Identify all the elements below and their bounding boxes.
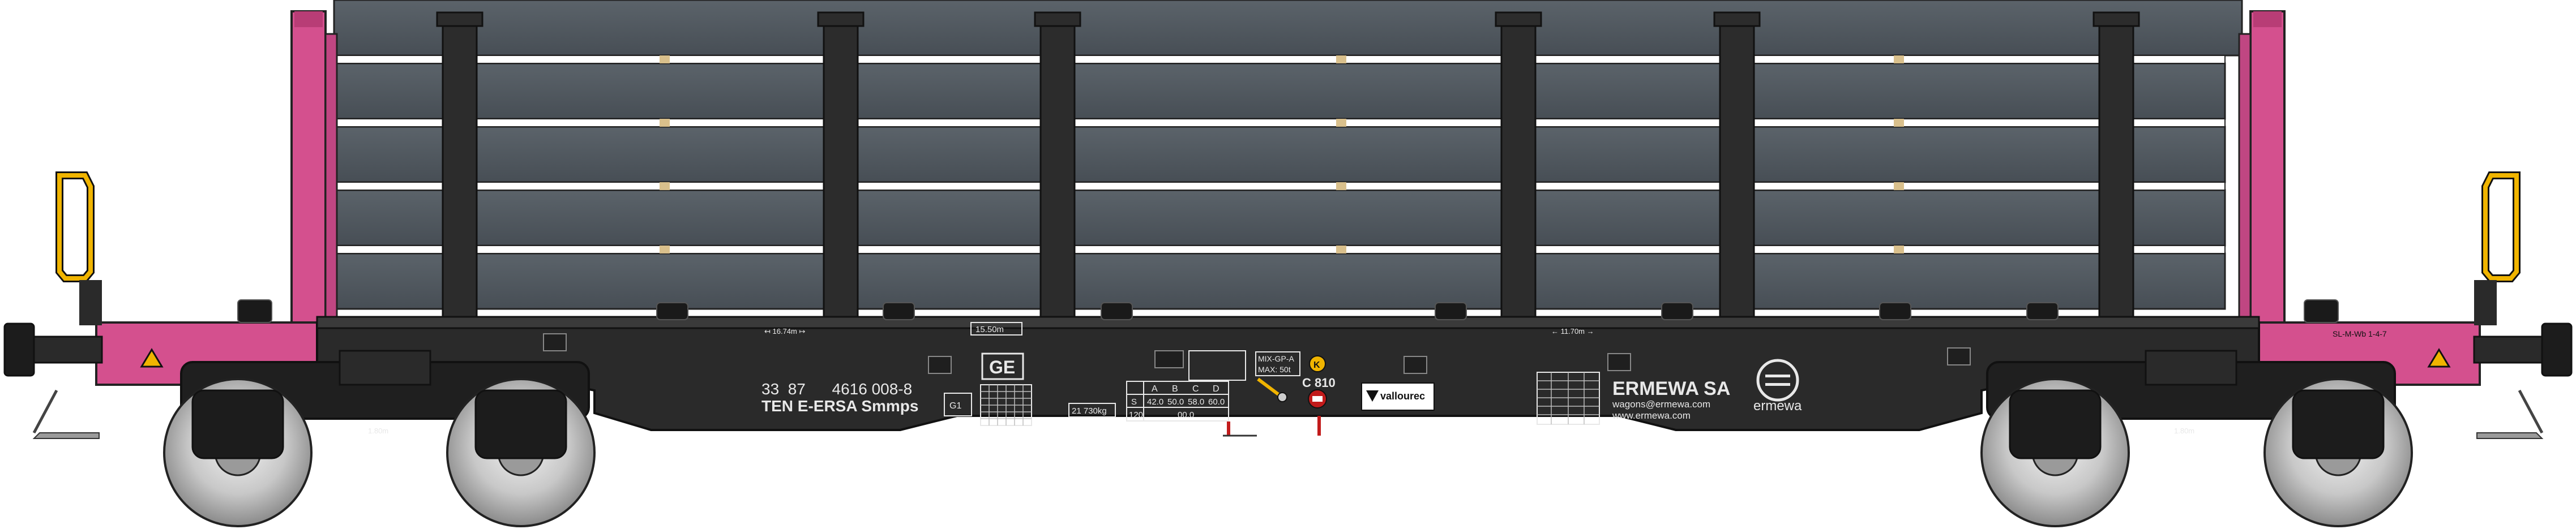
table-row-s-label: S (1131, 397, 1137, 407)
small-right-text: SL-M-Wb 1-4-7 (2333, 329, 2387, 338)
buffer-right (2473, 322, 2573, 377)
dimension-table (1537, 372, 1600, 425)
table-row-s-d: 60.0 (1208, 397, 1225, 407)
stake-5 (1713, 11, 1761, 330)
bogie-dim-right: 1.80m (2174, 427, 2194, 435)
table-row-120-value: 00.0 (1178, 410, 1194, 420)
owner-name: ERMEWA SA (1612, 378, 1730, 399)
stake-2 (817, 11, 865, 330)
stake-6 (2093, 11, 2140, 330)
cargo-brand: vallourec (1380, 390, 1425, 402)
cargo-pipe-5 (333, 252, 2226, 310)
table-row-s-a: 42.0 (1147, 397, 1163, 407)
table-header-a: A (1152, 384, 1158, 394)
buffer-left (3, 322, 103, 377)
owner-email: wagons@ermewa.com (1612, 399, 1710, 410)
cargo-pipe-4 (333, 189, 2226, 247)
cargo-pipes (333, 0, 2243, 321)
bogie-right: 1.80m (1980, 350, 2413, 527)
wheel-1 (163, 378, 313, 527)
table-row-s-b: 50.0 (1167, 397, 1184, 407)
c-marking: C 810 (1302, 376, 1336, 390)
ermewa-logo: ermewa (1753, 359, 1802, 414)
ge-box (981, 352, 1024, 380)
tare-weight: 21 730kg (1072, 406, 1107, 416)
wheel-2 (446, 378, 596, 527)
cargo-pipe-1 (333, 0, 2243, 57)
end-stanchion-right (2238, 10, 2286, 329)
table-row-s-c: 58.0 (1188, 397, 1204, 407)
stake-4 (1495, 11, 1542, 330)
table-header-c: C (1192, 384, 1199, 394)
owner-web: www.ermewa.com (1612, 410, 1691, 421)
length-left: ↤ 16.74m ↦ (764, 327, 805, 336)
bogie-dim-left: 1.80m (368, 427, 388, 435)
handle-left (55, 171, 102, 325)
bogie-left: 1.80m (163, 350, 596, 527)
cargo-pipe-2 (333, 62, 2226, 120)
k-circle (1309, 355, 1326, 372)
wagon-number-line1: 33 87 4616 008-8 (761, 380, 912, 398)
length-right: ← 11.70m → (1551, 327, 1594, 336)
table-header-b: B (1172, 384, 1178, 394)
frame-markings: ↤ 16.74m ↦ ← 11.70m → 15.50m 33 87 4616 … (761, 322, 1802, 437)
mix-label-2: MAX: 50t (1258, 365, 1291, 374)
cargo-pipe-3 (333, 126, 2226, 183)
warning-triangle-icon (2427, 348, 2451, 368)
handle-right (2474, 171, 2521, 325)
wheel-4 (2263, 378, 2413, 527)
load-grid-panel (980, 384, 1032, 426)
table-row-120-label: 120 (1129, 410, 1143, 420)
ge-marking: GE (989, 357, 1015, 377)
table-header-d: D (1213, 384, 1219, 394)
mix-label-1: MIX-GP-A (1258, 354, 1294, 363)
step-right (2476, 432, 2544, 439)
wagon-number-line2: TEN E-ERSA Smmps (761, 397, 918, 415)
end-stanchion-left (290, 10, 338, 329)
stake-3 (1034, 11, 1081, 330)
loading-length: 15.50m (975, 325, 1004, 334)
brand-logo-text: ermewa (1753, 398, 1802, 414)
stake-1 (436, 11, 483, 330)
stakes (436, 11, 2140, 330)
warning-triangle-icon (140, 348, 164, 368)
g1-marking: G1 (949, 401, 961, 411)
load-table: A B C D S 42.0 50.0 58.0 60.0 120 00.0 (1126, 381, 1229, 422)
wheel-3 (1980, 378, 2130, 527)
k-marking: K (1313, 360, 1320, 370)
vallourec-plate: vallourec (1361, 382, 1435, 411)
step-left (32, 432, 100, 439)
